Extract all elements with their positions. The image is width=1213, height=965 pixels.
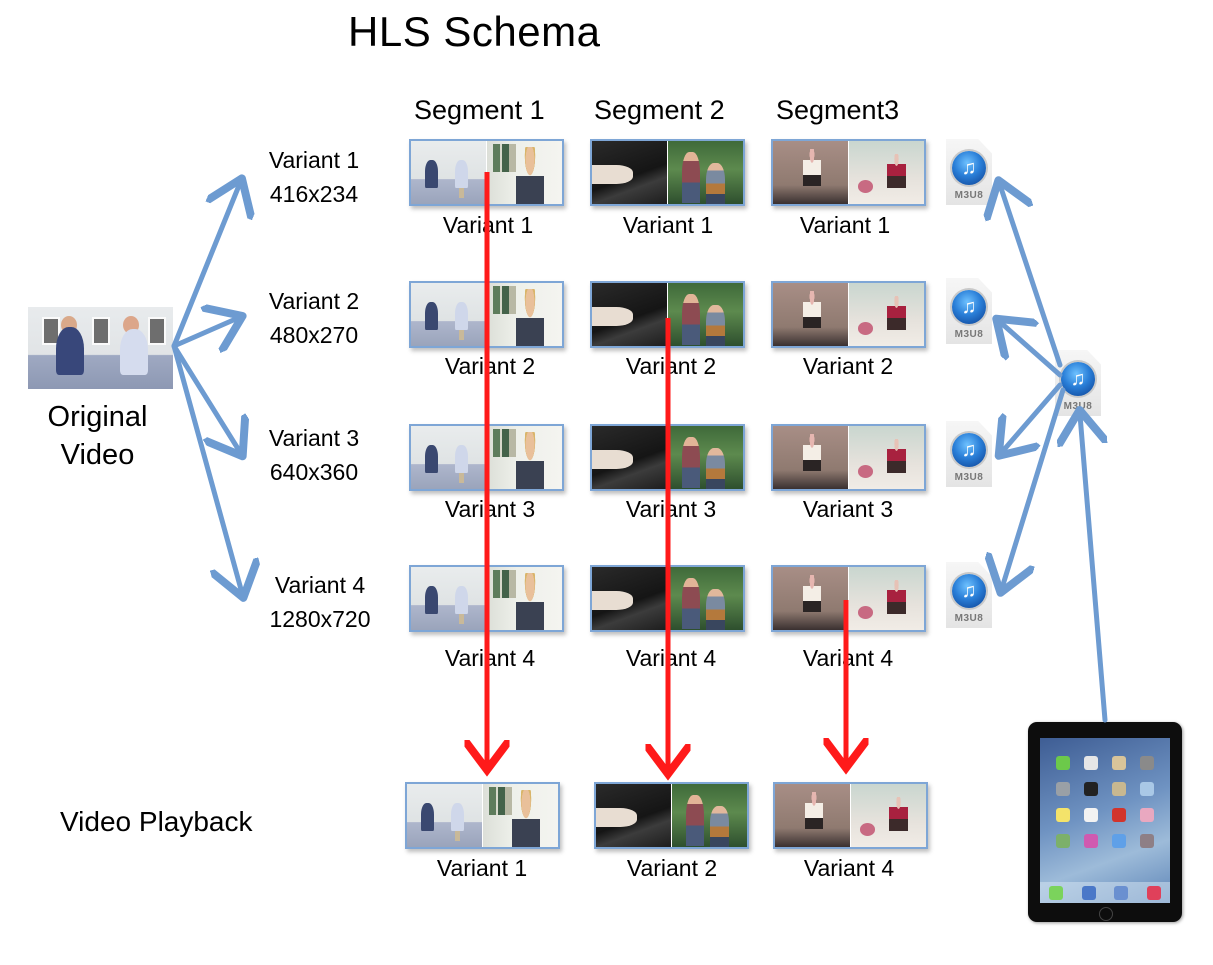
playback-caption-3: Variant 4 (803, 855, 895, 881)
playlist-extension-label: M3U8 (954, 329, 984, 340)
variant-name: Variant 1 (268, 147, 360, 173)
segment-caption: Variant 4 (625, 645, 717, 671)
segment-caption: Variant 1 (622, 212, 714, 238)
flow-arrow-to-variant-3 (171, 343, 240, 452)
segment-thumbnail-s1-v1 (409, 139, 564, 206)
flow-arrow-master-to-playlist-2 (1000, 322, 1063, 378)
segment-caption: Variant 3 (625, 496, 717, 522)
tablet-dock (1040, 882, 1170, 903)
flow-arrow-master-to-playlist-3 (1002, 382, 1063, 452)
segment-caption: Variant 1 (799, 212, 891, 238)
segment-caption: Variant 2 (802, 353, 894, 379)
music-note-icon: ♫ (952, 290, 986, 324)
playlist-extension-label: M3U8 (1063, 401, 1093, 412)
music-note-icon: ♫ (952, 151, 986, 185)
music-note-icon: ♫ (1061, 362, 1095, 396)
segment-thumbnail-s3-v4 (771, 565, 926, 632)
variant-playlist-file-4: ♫ M3U8 (946, 562, 992, 628)
variant-playlist-file-2: ♫ M3U8 (946, 278, 992, 344)
playlist-extension-label: M3U8 (954, 472, 984, 483)
diagram-title: HLS Schema (348, 8, 601, 55)
playback-thumbnail-2 (594, 782, 749, 849)
segment-thumbnail-s3-v3 (771, 424, 926, 491)
playback-caption-2: Variant 2 (626, 855, 718, 881)
flow-arrow-master-to-playlist-1 (1000, 185, 1063, 368)
poster-decoration (148, 317, 166, 345)
segment-thumbnail-s2-v3 (590, 424, 745, 491)
flow-arrow-device-to-master (1080, 415, 1108, 723)
playlist-extension-label: M3U8 (954, 613, 984, 624)
variant-name: Variant 3 (268, 425, 360, 451)
segment-caption: Variant 2 (444, 353, 536, 379)
playback-thumbnail-1 (405, 782, 560, 849)
tablet-screen (1040, 738, 1170, 903)
variant-name: Variant 2 (268, 288, 360, 314)
video-playback-label: Video Playback (60, 806, 253, 837)
segment-caption: Variant 3 (802, 496, 894, 522)
poster-decoration (42, 317, 60, 345)
segment-thumbnail-s2-v4 (590, 565, 745, 632)
segment-caption: Variant 1 (442, 212, 534, 238)
segment-thumbnail-s2-v1 (590, 139, 745, 206)
variant-resolution: 480x270 (269, 322, 359, 348)
playlist-extension-label: M3U8 (954, 190, 984, 201)
segment-thumbnail-s3-v1 (771, 139, 926, 206)
music-note-icon: ♫ (952, 574, 986, 608)
flow-arrow-to-variant-4 (171, 343, 242, 593)
segment-caption: Variant 2 (625, 353, 717, 379)
variant-resolution: 416x234 (269, 181, 359, 207)
variant-playlist-file-1: ♫ M3U8 (946, 139, 992, 205)
poster-decoration (92, 317, 110, 345)
variant-label-1: Variant 1 416x234 (244, 143, 384, 211)
segment-thumbnail-s1-v4 (409, 565, 564, 632)
segment-thumbnail-s2-v2 (590, 281, 745, 348)
segment-thumbnail-s1-v3 (409, 424, 564, 491)
master-playlist-file: ♫ M3U8 (1055, 350, 1101, 416)
variant-playlist-file-3: ♫ M3U8 (946, 421, 992, 487)
variant-name: Variant 4 (274, 572, 366, 598)
segment-thumbnail-s3-v2 (771, 281, 926, 348)
variant-resolution: 640x360 (269, 459, 359, 485)
variant-resolution: 1280x720 (269, 606, 371, 632)
original-video-label-line1: Original (47, 401, 148, 433)
original-video-label-line2: Video (60, 439, 135, 471)
tablet-client-device (1028, 722, 1182, 922)
playback-caption-1: Variant 1 (436, 855, 528, 881)
segment-header-3: Segment3 (776, 95, 900, 125)
playback-thumbnail-3 (773, 782, 928, 849)
segment-caption: Variant 4 (444, 645, 536, 671)
variant-label-4: Variant 4 1280x720 (250, 568, 390, 636)
flow-arrow-to-variant-2 (171, 318, 238, 346)
flow-arrow-master-to-playlist-4 (1002, 387, 1066, 588)
original-video-label: Original Video (20, 398, 175, 474)
flow-arrow-to-variant-1 (171, 183, 240, 349)
segment-thumbnail-s1-v2 (409, 281, 564, 348)
variant-label-3: Variant 3 640x360 (244, 421, 384, 489)
segment-caption: Variant 4 (802, 645, 894, 671)
segment-header-2: Segment 2 (594, 95, 725, 125)
person-body (56, 327, 84, 375)
original-video-thumbnail (28, 307, 173, 389)
music-note-icon: ♫ (952, 433, 986, 467)
segment-caption: Variant 3 (444, 496, 536, 522)
tablet-home-button (1099, 907, 1113, 921)
person-body (120, 329, 148, 375)
variant-label-2: Variant 2 480x270 (244, 284, 384, 352)
segment-header-1: Segment 1 (414, 95, 545, 125)
